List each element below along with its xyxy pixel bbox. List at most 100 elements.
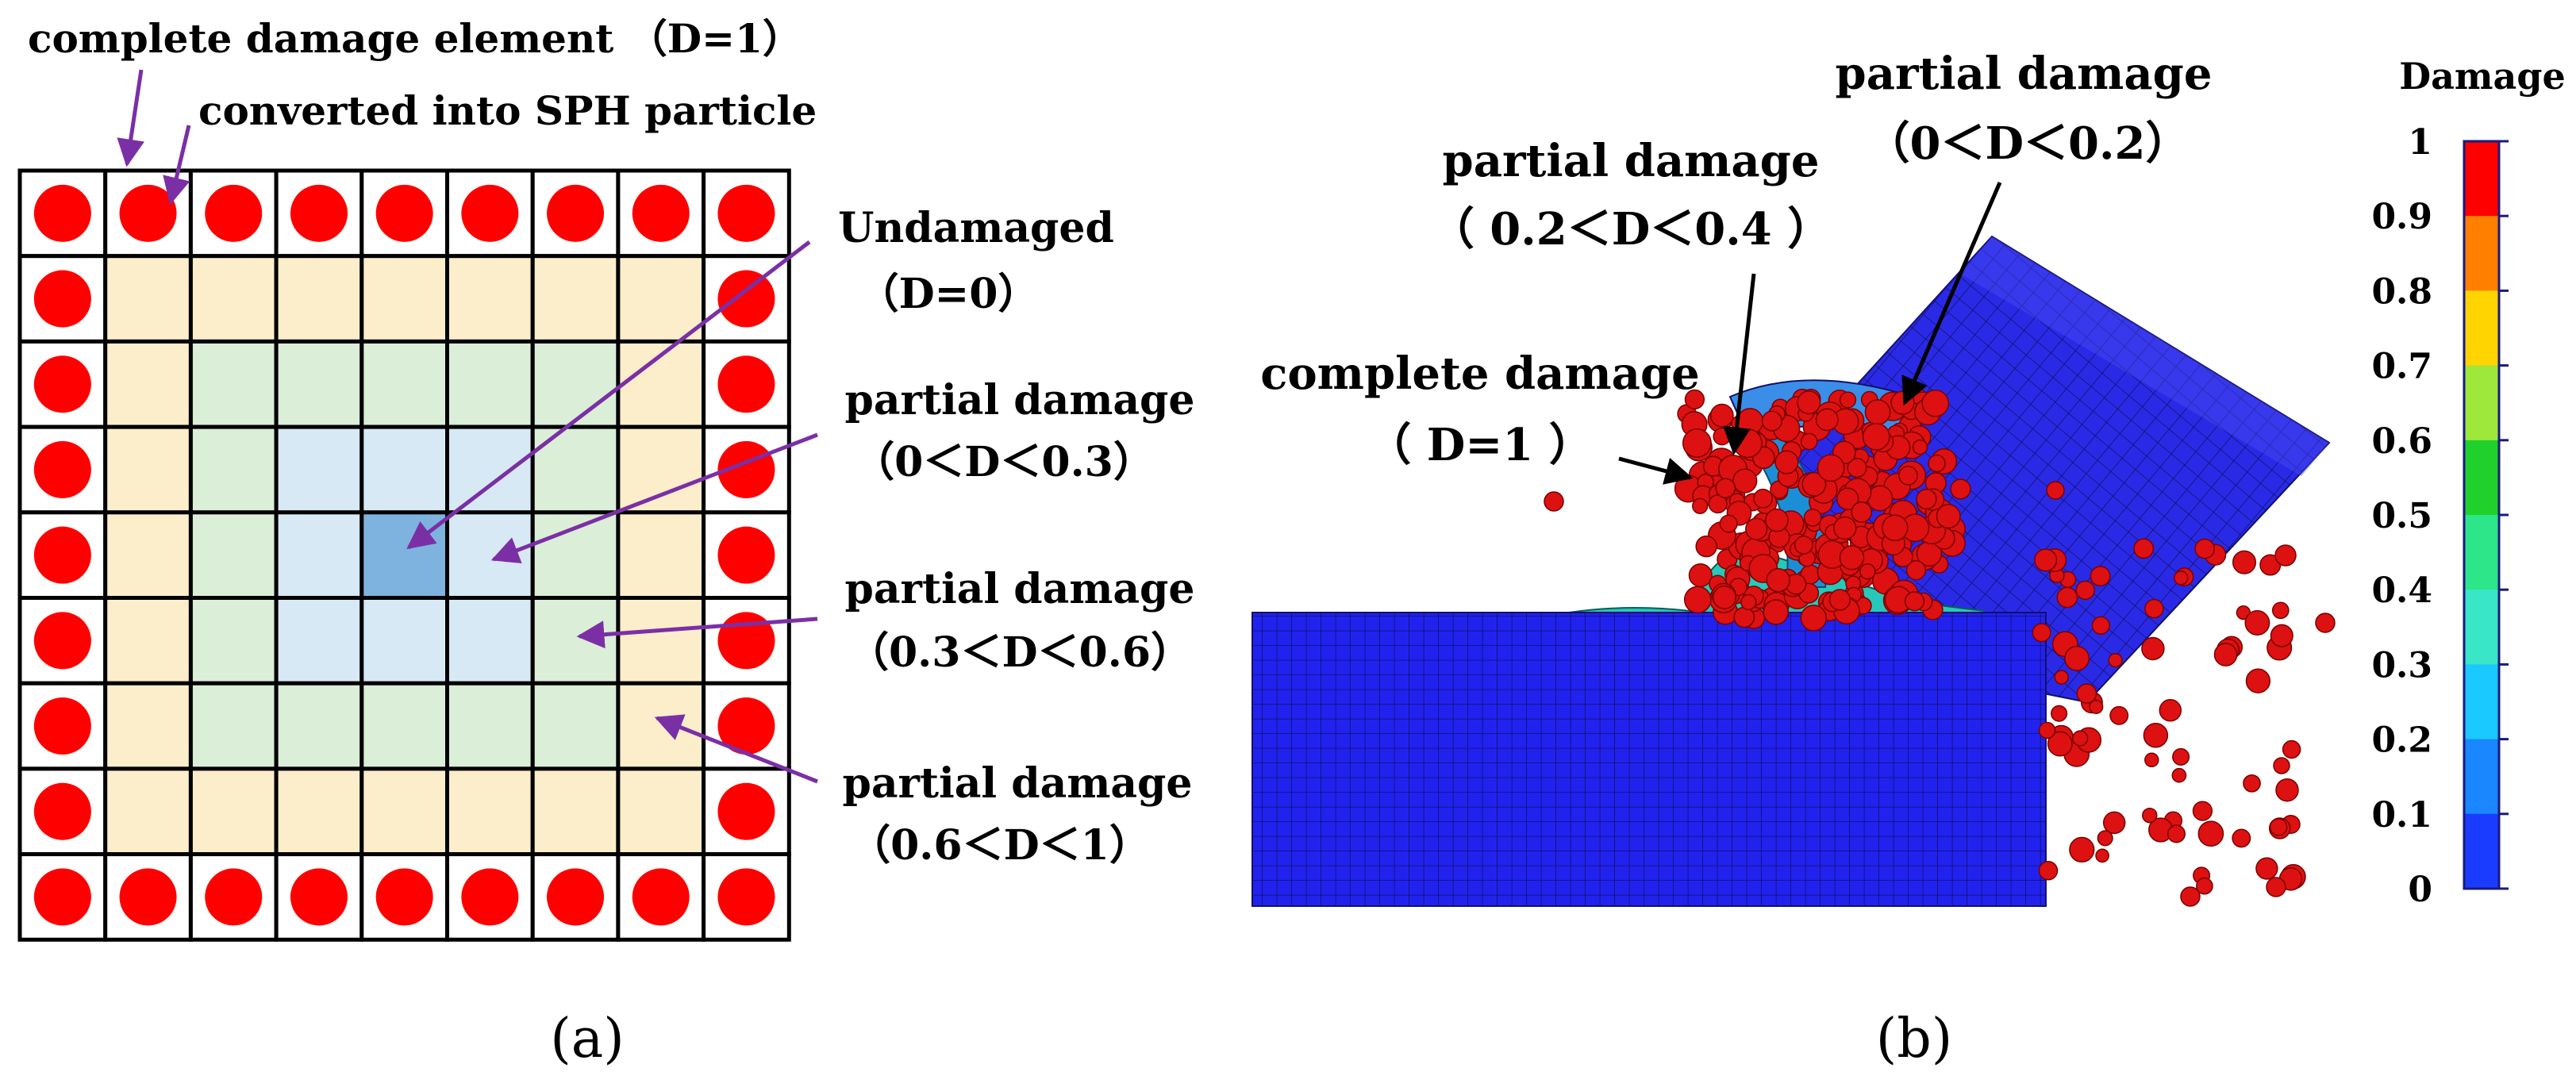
sph-particle — [2109, 705, 2129, 725]
sph-particle — [1695, 535, 1717, 558]
label-partial-damage-3: partial damage — [843, 759, 1193, 808]
grid-cell — [530, 424, 621, 515]
grid-cell — [445, 681, 535, 771]
label-partial-damage-1-range: （0＜D＜0.3） — [853, 438, 1155, 486]
sph-particle — [2090, 566, 2111, 587]
grid-cell — [359, 254, 449, 344]
sph-particle — [2046, 481, 2065, 500]
sph-particle — [461, 184, 519, 242]
sph-particle — [1912, 439, 1928, 455]
sph-particle — [1921, 389, 1950, 417]
sph-particle — [1882, 514, 1909, 542]
label-partial-damage-1: partial damage — [845, 376, 1195, 424]
sph-particle — [1800, 605, 1828, 632]
sph-particle — [1719, 514, 1738, 533]
sph-particle — [2173, 570, 2189, 586]
grid-cell — [103, 766, 193, 857]
grid-cell — [103, 510, 193, 600]
sph-particle — [2056, 586, 2078, 609]
grid-cell — [445, 596, 535, 686]
sph-particle — [632, 184, 690, 242]
sph-particle — [1898, 466, 1918, 486]
arrow-sph-particle — [163, 125, 191, 205]
sph-particle — [1815, 408, 1839, 432]
sph-particle — [1905, 560, 1927, 581]
sph-particle — [1709, 403, 1734, 428]
label-complete-damage: complete damage — [1260, 348, 1700, 400]
colorbar-tick-label: 0.6 — [2371, 421, 2432, 462]
sph-particle — [33, 526, 91, 584]
sph-particle — [2038, 861, 2059, 881]
sph-particle — [2143, 723, 2169, 748]
sph-particle — [2269, 818, 2288, 836]
sph-particle — [461, 868, 519, 926]
sph-particle — [547, 868, 605, 926]
sph-particle — [717, 184, 775, 242]
sph-particle — [1928, 454, 1946, 473]
caption-a: (a) — [550, 1008, 625, 1070]
sph-particle — [717, 782, 775, 840]
label-partial-damage-2-range: （0.3＜D＜0.6） — [848, 628, 1192, 677]
sph-particle — [1847, 458, 1867, 478]
element-grid — [17, 168, 791, 942]
sph-particle — [717, 868, 775, 926]
sph-particle — [33, 440, 91, 498]
grid-cell — [359, 510, 449, 600]
grid-cell — [445, 254, 535, 344]
grid-cell — [188, 339, 279, 429]
sph-particle — [2244, 610, 2270, 636]
sph-particle — [33, 355, 91, 413]
sph-particle — [2095, 848, 2109, 863]
sph-particle — [33, 612, 91, 670]
colorbar-segment — [2464, 590, 2499, 665]
sph-particle — [2091, 616, 2110, 635]
sph-particles — [1544, 387, 2336, 907]
grid-cell — [274, 424, 364, 515]
grid-cell — [274, 596, 364, 686]
panel-a: complete damage element （D=1） converted … — [17, 15, 1195, 1070]
sph-particle — [1797, 390, 1821, 415]
sph-particle — [1916, 488, 1937, 510]
sph-particle — [375, 868, 433, 926]
sph-particle — [2271, 601, 2290, 620]
colorbar-segment — [2464, 515, 2499, 590]
sph-particle — [2275, 778, 2299, 802]
grid-cell — [359, 681, 449, 771]
sph-particle — [2167, 824, 2186, 843]
grid-cell — [274, 510, 364, 600]
colorbar-tick-label: 0.4 — [2371, 570, 2432, 611]
label-partial-damage-2: partial damage — [845, 565, 1195, 613]
grid-cell — [274, 339, 364, 429]
grid-cell — [103, 339, 193, 429]
sph-particle — [1682, 428, 1712, 458]
sph-particle — [2315, 613, 2336, 633]
sph-particle — [1683, 586, 1712, 614]
grid-cell — [445, 339, 535, 429]
sph-particle — [2076, 683, 2097, 704]
sph-particle — [1950, 478, 1971, 500]
sph-particle — [33, 868, 91, 926]
sph-particle — [2075, 580, 2095, 601]
sph-particle — [205, 868, 263, 926]
grid-cell — [188, 681, 279, 771]
sph-particle — [1862, 422, 1890, 451]
sph-particle — [1851, 501, 1873, 523]
sph-particle — [2266, 877, 2286, 897]
colorbar-tick-label: 0 — [2408, 870, 2432, 910]
sph-particle — [2032, 623, 2051, 643]
sph-particle — [2194, 538, 2216, 559]
arrow-partial-damage-3 — [654, 714, 818, 784]
sph-particle — [1936, 504, 1961, 529]
grid-cell — [359, 596, 449, 686]
sph-particle — [1833, 516, 1857, 540]
sph-particle — [717, 355, 775, 413]
grid-cell — [359, 424, 449, 515]
sph-particle — [2213, 643, 2238, 666]
sph-particle — [717, 526, 775, 584]
sph-particle — [2232, 828, 2251, 848]
label-complete-damage-range: （ D=1 ） — [1367, 419, 1593, 471]
sph-particle — [205, 184, 263, 242]
grid-cell — [530, 339, 621, 429]
sph-particle — [1904, 591, 1925, 612]
